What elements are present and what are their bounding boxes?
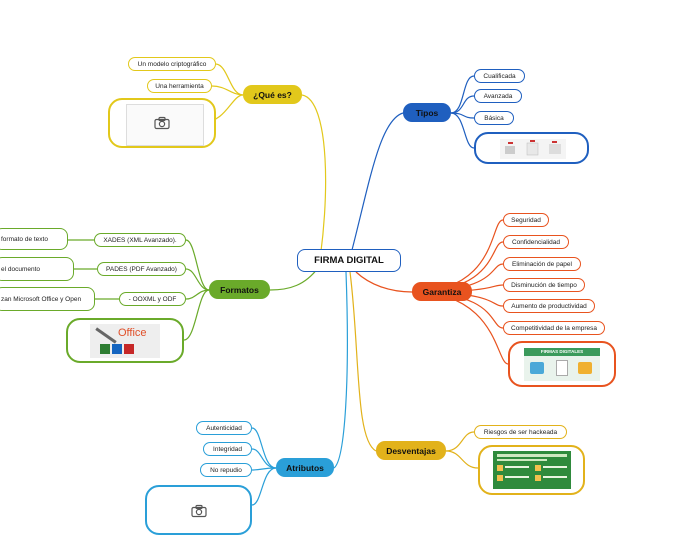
formatos-subitem-ooxml[interactable]: zan Microsoft Office y Open [0,287,95,311]
branch-tipos[interactable]: Tipos [403,103,451,122]
firmas-digitales-image: FIRMAS DIGITALES [524,348,600,381]
branch-desventajas[interactable]: Desventajas [376,441,446,460]
branch-formatos-label: Formatos [220,284,259,295]
tipos-item-cualificada[interactable]: Cualificada [474,69,525,83]
que-es-item-herramienta[interactable]: Una herramienta [147,79,212,93]
formatos-item-ooxml[interactable]: - OOXML y ODF [119,292,186,306]
branch-garantiza[interactable]: Garantiza [412,282,472,301]
garantiza-item-confidencialidad[interactable]: Confidencialidad [503,235,569,249]
connector-desventajas [349,271,377,452]
formatos-image[interactable]: Office [66,318,184,363]
formatos-subitem-pades[interactable]: el documento [0,257,74,281]
camera-icon [154,116,170,130]
tipos-item-basica[interactable]: Básica [474,111,514,125]
office-logo-image: Office [90,324,160,358]
branch-desventajas-label: Desventajas [386,445,436,456]
branch-atributos-label: Atributos [286,462,324,473]
que-es-item-modelo[interactable]: Un modelo criptográfico [128,57,216,71]
branch-tipos-label: Tipos [415,107,439,118]
connector-que-es [301,94,327,273]
garantiza-item-seguridad[interactable]: Seguridad [503,213,549,227]
signature-types-illustration [500,139,566,159]
garantiza-item-competitividad[interactable]: Competitividad de la empresa [503,321,605,335]
garantiza-image[interactable]: FIRMAS DIGITALES [508,341,616,387]
atributos-image-placeholder[interactable] [145,485,252,535]
mind-map: FIRMA DIGITAL ¿Qué es? Un modelo criptog… [0,57,616,535]
atributos-item-autenticidad[interactable]: Autenticidad [196,421,252,435]
garantiza-item-papel[interactable]: Eliminación de papel [503,257,581,271]
formatos-item-pades[interactable]: PADES (PDF Avanzado) [97,262,186,276]
desventajas-item-hackeada[interactable]: Riesgos de ser hackeada [474,425,567,439]
central-topic-label: FIRMA DIGITAL [314,255,384,266]
garantiza-item-productividad[interactable]: Aumento de productividad [503,299,595,313]
que-es-image-placeholder[interactable] [108,98,216,148]
tipos-image[interactable] [474,132,589,164]
formatos-subitem-xades[interactable]: formato de texto [0,228,68,250]
central-topic[interactable]: FIRMA DIGITAL [297,249,401,272]
connector-garantiza [355,271,413,293]
branch-formatos[interactable]: Formatos [209,280,270,299]
garantiza-item-tiempo[interactable]: Disminución de tiempo [503,278,585,292]
atributos-item-no-repudio[interactable]: No repudio [200,463,252,477]
connector-tipos [351,112,404,251]
desventajas-image[interactable] [478,445,585,495]
branch-que-es[interactable]: ¿Qué es? [243,85,302,104]
connector-atributos [333,271,348,469]
camera-icon [190,504,207,518]
tipos-item-avanzada[interactable]: Avanzada [474,89,522,103]
branch-que-es-label: ¿Qué es? [253,89,292,100]
disadvantages-infographic [493,451,571,489]
branch-garantiza-label: Garantiza [422,286,462,297]
branch-atributos[interactable]: Atributos [276,458,334,477]
atributos-item-integridad[interactable]: Integridad [203,442,252,456]
formatos-item-xades[interactable]: XADES (XML Avanzado). [94,233,186,247]
